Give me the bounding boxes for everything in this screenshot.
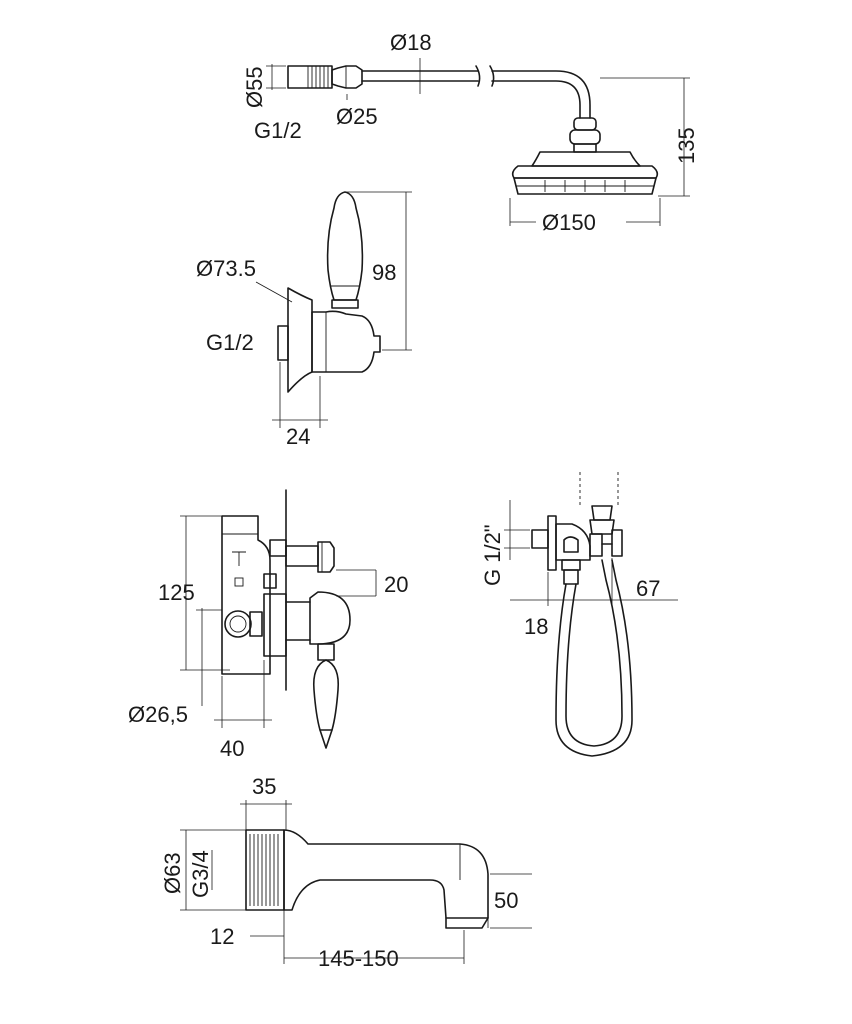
hand-shower-elbow [504, 472, 678, 757]
label-spout-offset: 12 [210, 924, 234, 949]
label-diverter-height: 125 [158, 580, 195, 605]
shower-head-assembly [266, 58, 690, 226]
label-head-diameter: Ø150 [542, 210, 596, 235]
label-elbow-depth: 18 [524, 614, 548, 639]
label-inlet-thread: G1/2 [254, 118, 302, 143]
label-diverter-outlet: 20 [384, 572, 408, 597]
label-spout-projection: 145-150 [318, 946, 399, 971]
label-elbow-projection: 67 [636, 576, 660, 601]
label-spout-drop: 50 [494, 888, 518, 913]
bath-spout [180, 800, 532, 964]
label-flange-diameter: Ø73.5 [196, 256, 256, 281]
label-valve-thread: G1/2 [206, 330, 254, 355]
label-arm-diameter: Ø18 [390, 30, 432, 55]
label-elbow-thread: G 1/2" [480, 524, 505, 586]
label-valve-depth: 24 [286, 424, 310, 449]
concealed-diverter [180, 489, 377, 749]
label-spout-thread: G3/4 [188, 850, 213, 898]
label-shower-height: 135 [674, 127, 699, 164]
wall-valve [255, 191, 412, 428]
label-valve-height: 98 [372, 260, 396, 285]
label-flange-depth: 35 [252, 774, 276, 799]
label-pipe-diameter: Ø26,5 [128, 702, 188, 727]
label-spout-flange-diameter: Ø63 [160, 852, 185, 894]
label-body-depth: 40 [220, 736, 244, 761]
label-nut-diameter: Ø25 [336, 104, 378, 129]
label-inlet-diameter: Ø55 [242, 66, 267, 108]
